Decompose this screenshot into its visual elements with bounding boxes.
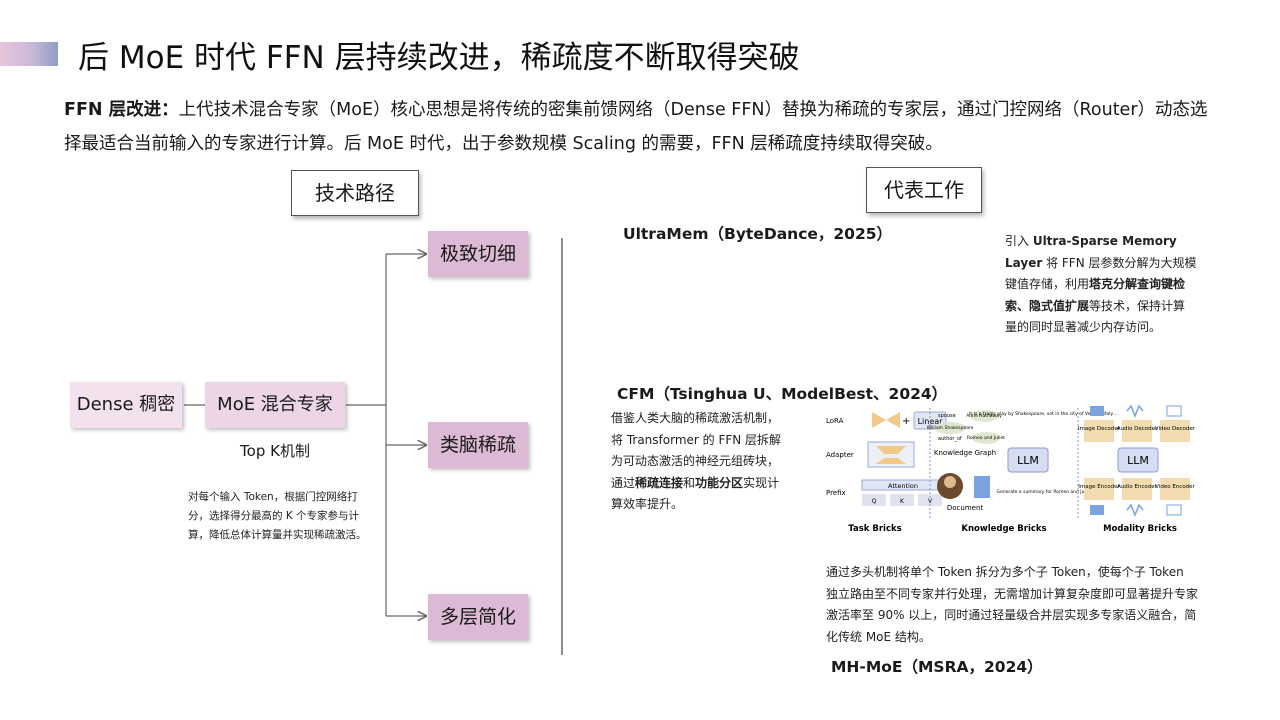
fig-document: Document bbox=[947, 504, 984, 512]
fig-audio-encoder: Audio Encoder bbox=[1117, 484, 1158, 490]
video-encoder-block bbox=[1160, 478, 1190, 500]
audio-input-icon bbox=[1126, 503, 1144, 518]
k-block bbox=[890, 494, 914, 506]
path-node-1: 极致切细 bbox=[428, 231, 528, 277]
node-moe: MoE 混合专家 bbox=[205, 382, 345, 428]
cfm-bricks-figure: LoRA + Linear Adapter Prefix Attention Q… bbox=[826, 404, 1196, 534]
fig-knowledge-bricks: Knowledge Bricks bbox=[961, 524, 1046, 534]
intro-text: 上代技术混合专家（MoE）核心思想是将传统的密集前馈网络（Dense FFN）替… bbox=[64, 100, 1208, 154]
fig-task-bricks: Task Bricks bbox=[848, 524, 901, 534]
kg-william: William Shakespeare bbox=[927, 425, 974, 431]
kg-node-anne bbox=[970, 410, 998, 422]
fig-llm-2: LLM bbox=[1127, 454, 1149, 467]
image-decoder-block bbox=[1084, 420, 1114, 442]
ultramem-title: UltraMem（ByteDance，2025） bbox=[623, 225, 893, 243]
section-title-representative-works: 代表工作 bbox=[866, 167, 982, 213]
mhmoe-description: 通过多头机制将单个 Token 拆分为多个子 Token，使每个子 Token … bbox=[826, 565, 1199, 644]
cfm-title: CFM（Tsinghua U、ModelBest、2024） bbox=[617, 385, 948, 403]
image-encoder-block bbox=[1084, 478, 1114, 500]
fig-tragic-text: It is a tragic play by Shakespeare, set … bbox=[969, 411, 1119, 417]
kg-romeo: Romeo and Juliet bbox=[967, 435, 1005, 441]
lora-icon bbox=[872, 412, 900, 428]
audio-encoder-block bbox=[1122, 478, 1152, 500]
section-title-tech-path: 技术路径 bbox=[291, 170, 419, 216]
fig-video-decoder: Video Decoder bbox=[1155, 426, 1196, 432]
document-icon bbox=[974, 476, 990, 498]
kg-author: author_of bbox=[938, 436, 962, 442]
image-icon bbox=[1090, 406, 1104, 416]
path-node-2: 类脑稀疏 bbox=[428, 422, 528, 468]
fig-k: K bbox=[900, 498, 905, 505]
node-dense: Dense 稠密 bbox=[70, 382, 182, 428]
kg-spouse: spouse bbox=[938, 413, 956, 419]
topk-description: 对每个输入 Token，根据门控网络打分，选择得分最高的 K 个专家参与计算，降… bbox=[188, 491, 367, 541]
fig-q: Q bbox=[872, 498, 877, 505]
kg-node-william bbox=[934, 422, 966, 434]
adapter-icon bbox=[876, 446, 906, 464]
q-block bbox=[862, 494, 886, 506]
fig-adapter-label: Adapter bbox=[826, 451, 854, 459]
image-input-icon bbox=[1090, 505, 1104, 515]
fig-audio-decoder: Audio Decoder bbox=[1117, 426, 1158, 432]
fig-video-encoder: Video Encoder bbox=[1155, 484, 1195, 490]
mhmoe-title: MH-MoE（MSRA，2024） bbox=[831, 658, 1043, 676]
title-accent-bar bbox=[0, 42, 58, 66]
video-decoder-block bbox=[1160, 420, 1190, 442]
fig-knowledge-graph: Knowledge Graph bbox=[934, 449, 996, 457]
path-node-3: 多层简化 bbox=[428, 594, 528, 640]
fig-modality-bricks: Modality Bricks bbox=[1103, 524, 1177, 534]
fig-image-decoder: Image Decoder bbox=[1078, 426, 1121, 432]
fig-image-encoder: Image Encoder bbox=[1078, 484, 1120, 490]
fig-attention-label: Attention bbox=[888, 482, 918, 490]
intro-label: FFN 层改进： bbox=[64, 100, 179, 120]
fig-llm-1: LLM bbox=[1017, 454, 1039, 467]
topk-label: Top K机制 bbox=[240, 442, 310, 460]
fig-prefix-label: Prefix bbox=[826, 489, 846, 497]
llm-block-1 bbox=[1007, 447, 1049, 473]
ultramem-description: 引入 Ultra-Sparse Memory Layer 将 FFN 层参数分解… bbox=[1005, 234, 1197, 334]
video-icon bbox=[1166, 405, 1182, 417]
portrait-face-icon bbox=[944, 476, 956, 488]
video-input-icon bbox=[1166, 504, 1182, 516]
kg-anne: Anne Hathaway bbox=[966, 413, 1002, 419]
fig-lora-label: LoRA bbox=[826, 417, 844, 425]
llm-block-2 bbox=[1117, 447, 1159, 473]
audio-wave-icon bbox=[1126, 404, 1144, 419]
fig-plus: + bbox=[902, 416, 910, 427]
fig-summary-text: Generate a summary for Romeo and Juliet bbox=[996, 489, 1091, 495]
page-title: 后 MoE 时代 FFN 层持续改进，稀疏度不断取得突破 bbox=[78, 40, 800, 76]
intro-paragraph: FFN 层改进：上代技术混合专家（MoE）核心思想是将传统的密集前馈网络（Den… bbox=[64, 93, 1224, 161]
kg-node-romeo bbox=[972, 432, 1000, 444]
audio-decoder-block bbox=[1122, 420, 1152, 442]
cfm-description: 借鉴人类大脑的稀疏激活机制，将 Transformer 的 FFN 层拆解为可动… bbox=[611, 411, 782, 511]
